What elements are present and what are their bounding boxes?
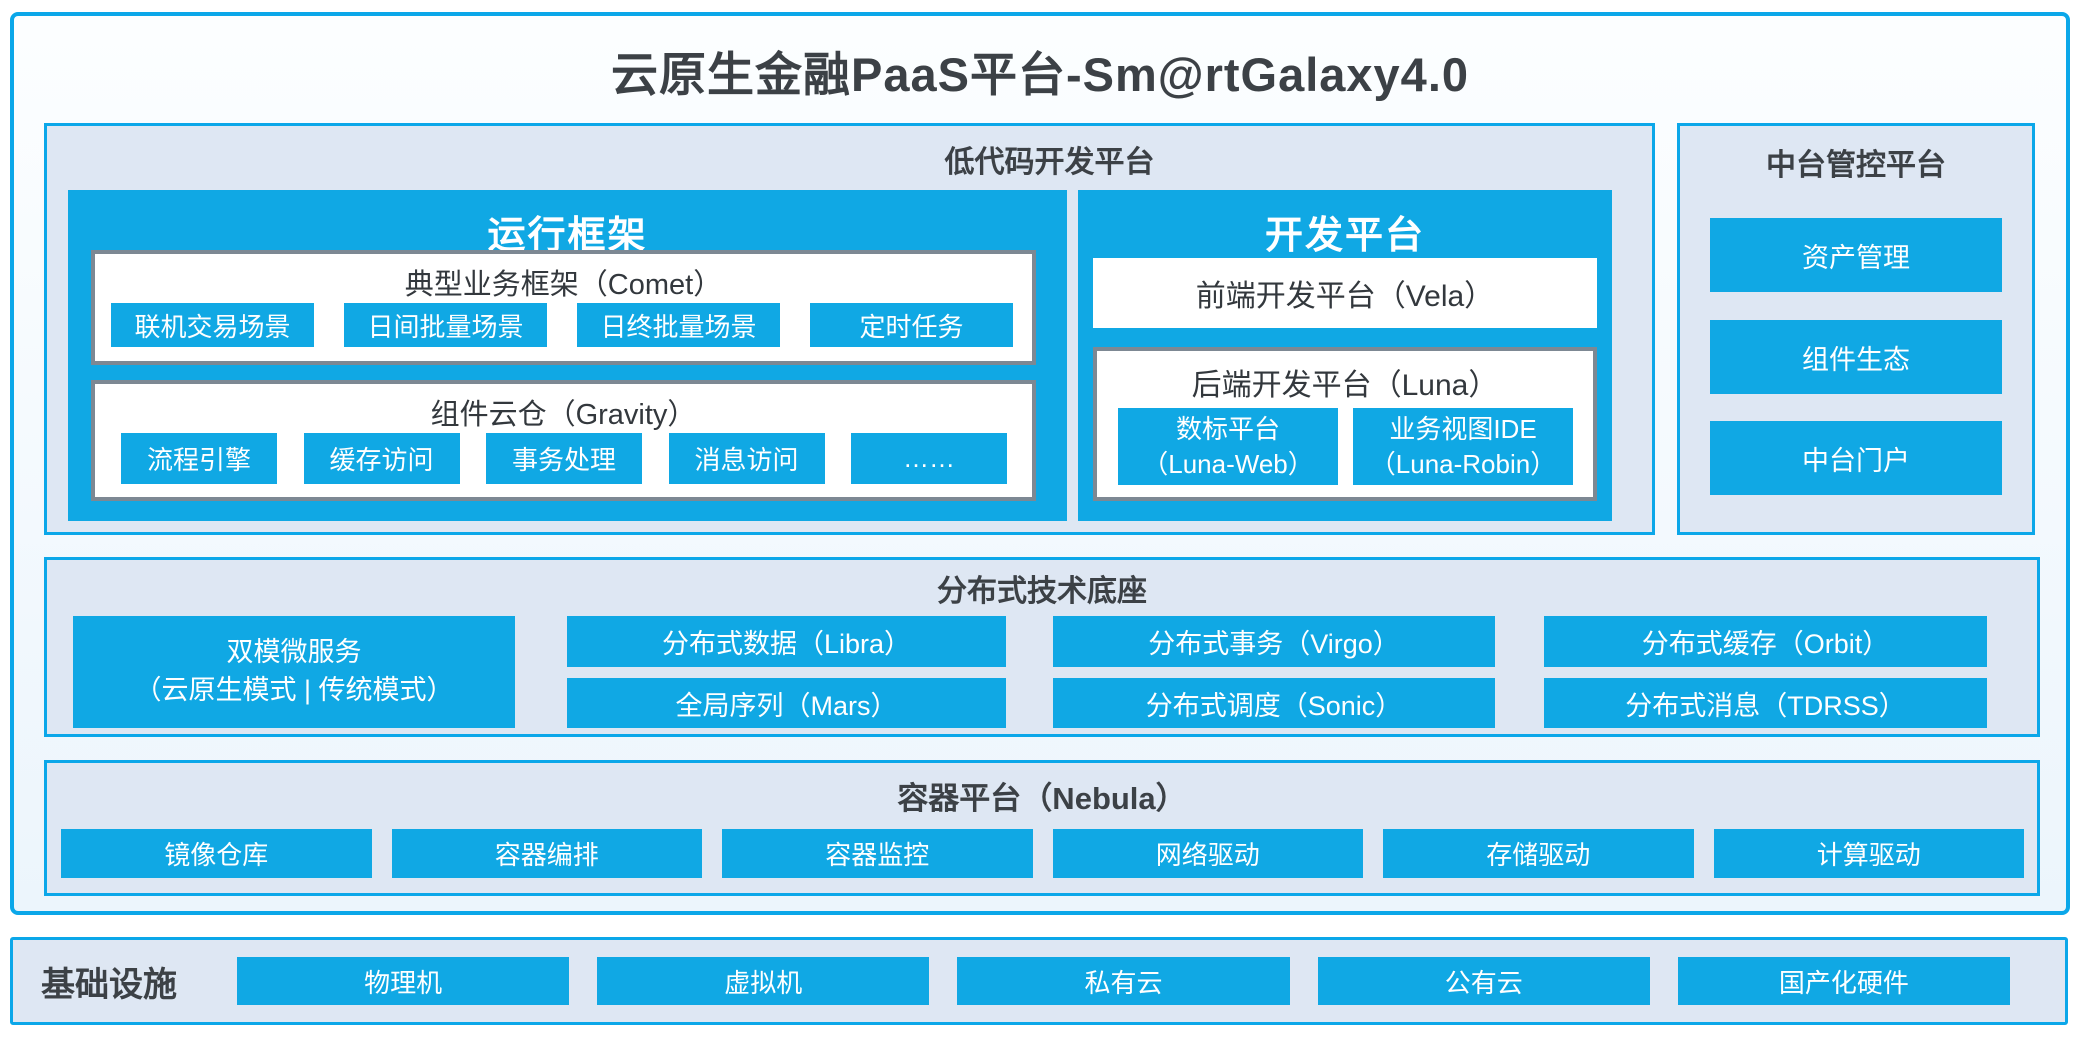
- gravity-item: 流程引擎: [121, 433, 277, 484]
- dev-platform-header: 开发平台: [1264, 215, 1425, 257]
- gravity-item: 缓存访问: [303, 433, 460, 484]
- infrastructure-item: 私有云: [957, 957, 1290, 1005]
- midplatform-item: 中台门户: [1710, 421, 2002, 495]
- container-item: 存储驱动: [1383, 829, 1694, 878]
- container-item: 镜像仓库: [61, 829, 372, 878]
- comet-item: 日终批量场景: [577, 303, 780, 347]
- page-title: 云原生金融PaaS平台-Sm@rtGalaxy4.0: [610, 48, 1470, 101]
- infrastructure-item: 虚拟机: [597, 957, 930, 1005]
- panel-distributed-label: 分布式技术底座: [937, 575, 1147, 608]
- luna-item-robin: 业务视图IDE （Luna-Robin）: [1353, 408, 1573, 485]
- gravity-item: 事务处理: [486, 433, 642, 484]
- container-item-row: 镜像仓库 容器编排 容器监控 网络驱动 存储驱动 计算驱动: [61, 829, 2024, 878]
- gravity-title: 组件云仓（Gravity）: [430, 399, 697, 431]
- comet-item: 联机交易场景: [111, 303, 314, 347]
- distributed-item: 分布式缓存（Orbit）: [1544, 616, 1987, 667]
- luna-item-row: 数标平台 （Luna-Web） 业务视图IDE （Luna-Robin）: [1097, 408, 1593, 485]
- infrastructure-label: 基础设施: [41, 965, 177, 1004]
- box-dev-platform: 开发平台 前端开发平台（Vela） 后端开发平台（Luna） 数标平台 （Lun…: [1078, 190, 1612, 521]
- panel-lowcode: 低代码开发平台 运行框架 典型业务框架（Comet） 联机交易场景 日间批量场景…: [44, 123, 1655, 535]
- panel-midplatform: 中台管控平台 资产管理 组件生态 中台门户: [1677, 123, 2035, 535]
- comet-title: 典型业务框架（Comet）: [404, 269, 723, 301]
- midplatform-item: 组件生态: [1710, 320, 2002, 394]
- distributed-item: 分布式消息（TDRSS）: [1544, 678, 1987, 728]
- luna-item-web: 数标平台 （Luna-Web）: [1118, 408, 1338, 485]
- comet-item-row: 联机交易场景 日间批量场景 日终批量场景 定时任务: [95, 303, 1032, 347]
- panel-distributed: 分布式技术底座 双模微服务 （云原生模式 | 传统模式） 分布式数据（Libra…: [44, 557, 2040, 737]
- luna-title: 后端开发平台（Luna）: [1191, 369, 1499, 402]
- panel-midplatform-label: 中台管控平台: [1766, 149, 1946, 182]
- container-item: 容器编排: [391, 829, 702, 878]
- luna-item-line2: （Luna-Web）: [1142, 448, 1314, 479]
- gravity-item: 消息访问: [668, 433, 825, 484]
- distributed-item: 分布式调度（Sonic）: [1053, 678, 1495, 728]
- gravity-item-ellipsis: ……: [851, 433, 1007, 484]
- comet-item: 日间批量场景: [344, 303, 547, 347]
- distributed-item: 分布式事务（Virgo）: [1053, 616, 1495, 667]
- box-comet: 典型业务框架（Comet） 联机交易场景 日间批量场景 日终批量场景 定时任务: [91, 250, 1036, 365]
- panel-container-platform: 容器平台（Nebula） 镜像仓库 容器编排 容器监控 网络驱动 存储驱动 计算…: [44, 760, 2040, 896]
- container-item: 计算驱动: [1713, 829, 2024, 878]
- box-vela: 前端开发平台（Vela）: [1093, 258, 1597, 328]
- distributed-dual-mode: 双模微服务 （云原生模式 | 传统模式）: [73, 616, 515, 728]
- panel-lowcode-label: 低代码开发平台: [944, 146, 1155, 179]
- midplatform-item: 资产管理: [1710, 218, 2002, 292]
- panel-infrastructure: 基础设施 物理机 虚拟机 私有云 公有云 国产化硬件: [10, 937, 2068, 1025]
- vela-title: 前端开发平台（Vela）: [1195, 280, 1495, 313]
- infrastructure-item: 公有云: [1317, 957, 1650, 1005]
- box-runtime: 运行框架 典型业务框架（Comet） 联机交易场景 日间批量场景 日终批量场景 …: [68, 190, 1067, 521]
- luna-item-line1: 数标平台: [1175, 414, 1280, 445]
- container-item: 容器监控: [722, 829, 1033, 878]
- dual-mode-line2: （云原生模式 | 传统模式）: [134, 675, 454, 705]
- infrastructure-item: 物理机: [237, 957, 570, 1005]
- dual-mode-line1: 双模微服务: [226, 637, 362, 668]
- container-item: 网络驱动: [1052, 829, 1363, 878]
- distributed-item: 分布式数据（Libra）: [567, 616, 1006, 667]
- runtime-header: 运行框架: [487, 215, 648, 257]
- gravity-item-row: 流程引擎 缓存访问 事务处理 消息访问 ……: [95, 433, 1032, 484]
- distributed-item: 全局序列（Mars）: [567, 678, 1006, 728]
- luna-item-line1: 业务视图IDE: [1389, 414, 1537, 445]
- box-gravity: 组件云仓（Gravity） 流程引擎 缓存访问 事务处理 消息访问 ……: [91, 380, 1036, 501]
- box-luna: 后端开发平台（Luna） 数标平台 （Luna-Web） 业务视图IDE （Lu…: [1093, 347, 1597, 501]
- platform-frame: 云原生金融PaaS平台-Sm@rtGalaxy4.0 低代码开发平台 运行框架 …: [10, 12, 2070, 915]
- panel-container-label: 容器平台（Nebula）: [897, 781, 1187, 816]
- comet-item: 定时任务: [810, 303, 1013, 347]
- luna-item-line2: （Luna-Robin）: [1369, 448, 1557, 479]
- infrastructure-row: 基础设施 物理机 虚拟机 私有云 公有云 国产化硬件: [13, 940, 2065, 1022]
- infrastructure-item: 国产化硬件: [1677, 957, 2011, 1005]
